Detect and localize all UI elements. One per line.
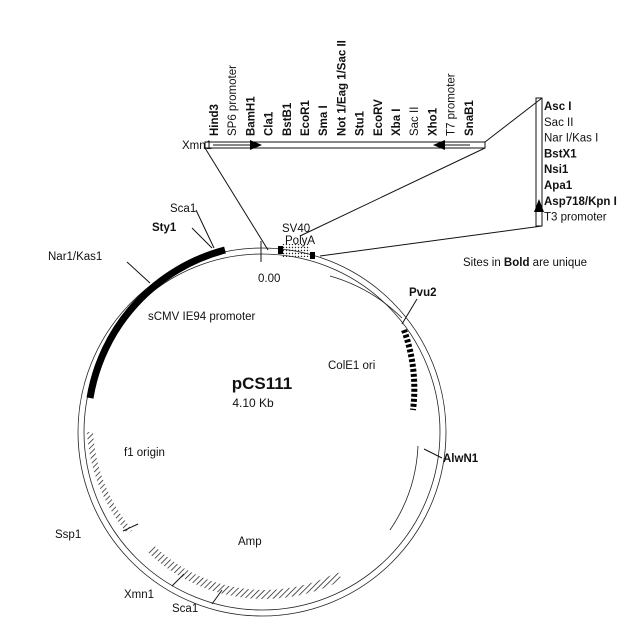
mcs-right-site-label: Apa1	[544, 180, 573, 192]
amp-label: Amp	[238, 536, 262, 548]
t7-arrow-icon	[433, 140, 445, 150]
pvu2-leader	[401, 298, 418, 325]
sca1-bottom-leader	[211, 589, 223, 605]
mcs-to-right-connector-bottom	[319, 225, 543, 257]
xmn1-bottom-leader	[171, 573, 185, 587]
mcs-site-label: BstB1	[282, 102, 294, 136]
mcs-site-label: Stu1	[355, 110, 367, 136]
origin-label: 0.00	[258, 273, 280, 285]
cmv-promoter-arc	[86, 246, 226, 399]
polya-start-marker	[278, 246, 283, 254]
mcs-left-connector	[204, 147, 269, 251]
mcs-right-bar	[535, 97, 543, 227]
bold-legend: Sites in Bold are unique	[463, 257, 587, 269]
amp-arc	[146, 544, 343, 599]
sty1-leader	[191, 227, 213, 249]
plasmid-outer-ring	[77, 247, 447, 617]
mcs-site-label: T7 promoter	[446, 73, 458, 136]
sv40-polya-box	[282, 244, 310, 257]
mcs-top-bar	[204, 141, 486, 149]
xmn1-top-label: Xmn1	[182, 140, 212, 152]
ssp1-label: Ssp1	[55, 529, 81, 541]
mcs-right-site-label: Nsi1	[544, 164, 569, 176]
mcs-right-labels: Asc I Sac II Nar I/Kas I BstX1Nsi1Apa1Asp71…	[544, 101, 617, 224]
sca1-bottom-label: Sca1	[172, 603, 198, 615]
mcs-right-site-label: T3 promoter	[544, 212, 607, 224]
mcs-site-label: EcoRV	[373, 99, 385, 136]
mcs-site-label: Sac II	[409, 107, 421, 136]
legend-suffix: are unique	[529, 257, 587, 269]
f1-origin-label: f1 origin	[124, 447, 165, 459]
mcs-right-site-label: Asc I	[544, 101, 572, 113]
mcs-to-right-connector-top	[484, 97, 543, 143]
mcs-site-label: Xba I	[391, 109, 403, 136]
mcs-right-site-label: Sac II	[544, 117, 573, 129]
polya-label: PolyA	[285, 235, 315, 247]
nar1-kas1-label: Nar1/Kas1	[48, 251, 102, 263]
alwn1-leader	[423, 448, 443, 459]
sca1-top-leader	[195, 209, 215, 249]
sca1-top-label: Sca1	[170, 203, 196, 215]
nar1-leader	[126, 261, 151, 284]
mcs-site-label: SP6 promoter	[227, 65, 239, 136]
inner-feature-arc-2	[389, 445, 419, 531]
cmv-promoter-label: sCMV IE94 promoter	[148, 311, 256, 323]
inner-feature-arc	[329, 275, 403, 319]
mcs-top-labels: Hind3 SP6 promoter BamH1 Cla1 BstB1 EcoR1 Sma …	[209, 40, 476, 136]
sv40-label: SV40	[282, 223, 310, 235]
sp6-arrow-icon	[250, 140, 262, 150]
alwn1-label: AlwN1	[443, 453, 479, 465]
mcs-right-site-label: Asp718/Kpn I	[544, 196, 617, 208]
mcs-site-label: Xho1	[427, 107, 439, 136]
cole1-label: ColE1 ori	[328, 360, 375, 372]
sty1-label: Sty1	[152, 222, 177, 234]
mcs-site-label: Not 1/Eag 1/Sac II	[336, 40, 348, 136]
mcs-right-connector	[299, 147, 486, 237]
mcs-right-site-label: Nar I/Kas I	[544, 133, 598, 145]
plasmid-name: pCS111	[232, 374, 293, 393]
cole1-segment	[401, 328, 418, 411]
mcs-site-label: Sma I	[318, 105, 330, 136]
mcs-site-label: Hind3	[209, 104, 221, 136]
plasmid-size: 4.10 Kb	[232, 396, 274, 410]
pvu2-label: Pvu2	[409, 287, 437, 299]
polya-end-marker	[310, 252, 315, 259]
mcs-site-label: EcoR1	[300, 100, 312, 136]
f1-arc	[87, 431, 133, 534]
t3-arrow-icon	[534, 199, 544, 212]
ssp1-leader	[122, 523, 139, 532]
plasmid-inner-ring	[83, 253, 441, 611]
mcs-site-label: BamH1	[245, 96, 257, 136]
mcs-site-label: SnaB1	[464, 100, 476, 136]
legend-bold-word: Bold	[504, 257, 530, 269]
xmn1-bottom-label: Xmn1	[124, 589, 154, 601]
legend-prefix: Sites in	[463, 257, 504, 269]
mcs-site-label: Cla1	[264, 111, 276, 136]
mcs-right-site-label: BstX1	[544, 148, 577, 160]
